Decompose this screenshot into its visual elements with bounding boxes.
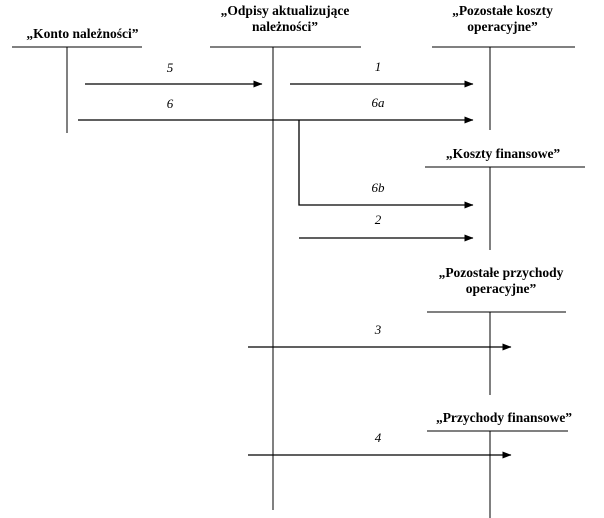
account-title-line-1: „Koszty finansowe” bbox=[445, 146, 561, 161]
account-title-line-1: „Konto należności” bbox=[26, 26, 139, 41]
account-title-line-2: operacyjne” bbox=[465, 280, 537, 296]
flow-label-6: 6 bbox=[166, 96, 174, 111]
account-title-przychody-finansowe: „Przychody finansowe” bbox=[418, 410, 590, 426]
flow-label-2: 2 bbox=[374, 212, 382, 227]
account-title-line-1: „Pozostałe przychody bbox=[438, 265, 564, 280]
account-title-line-1: „Pozostałe koszty bbox=[452, 3, 553, 18]
flow-label-6b: 6b bbox=[371, 180, 385, 195]
account-title-line-2: operacyjne” bbox=[467, 18, 538, 34]
account-title-line-1: „Odpisy aktualizujące bbox=[220, 3, 350, 18]
account-title-konto-naleznosci: „Konto należności” bbox=[0, 26, 165, 42]
account-title-pozostale-przychody-operacyjne: „Pozostałe przychody operacyjne” bbox=[418, 265, 584, 297]
flow-label-4: 4 bbox=[374, 430, 382, 445]
flow-label-1: 1 bbox=[374, 59, 382, 74]
flow-arrow-6b bbox=[298, 120, 474, 209]
flow-label-6a: 6a bbox=[371, 95, 385, 110]
account-title-koszty-finansowe: „Koszty finansowe” bbox=[422, 146, 584, 162]
account-title-pozostale-koszty-operacyjne: „Pozostałe koszty operacyjne” bbox=[425, 3, 580, 35]
flow-label-5: 5 bbox=[166, 60, 174, 75]
account-title-line-2: należności” bbox=[252, 18, 318, 34]
flow-label-3: 3 bbox=[374, 322, 382, 337]
account-title-line-1: „Przychody finansowe” bbox=[435, 410, 573, 425]
account-title-odpisy-aktualizujace-naleznosci: „Odpisy aktualizujące należności” bbox=[205, 3, 365, 35]
